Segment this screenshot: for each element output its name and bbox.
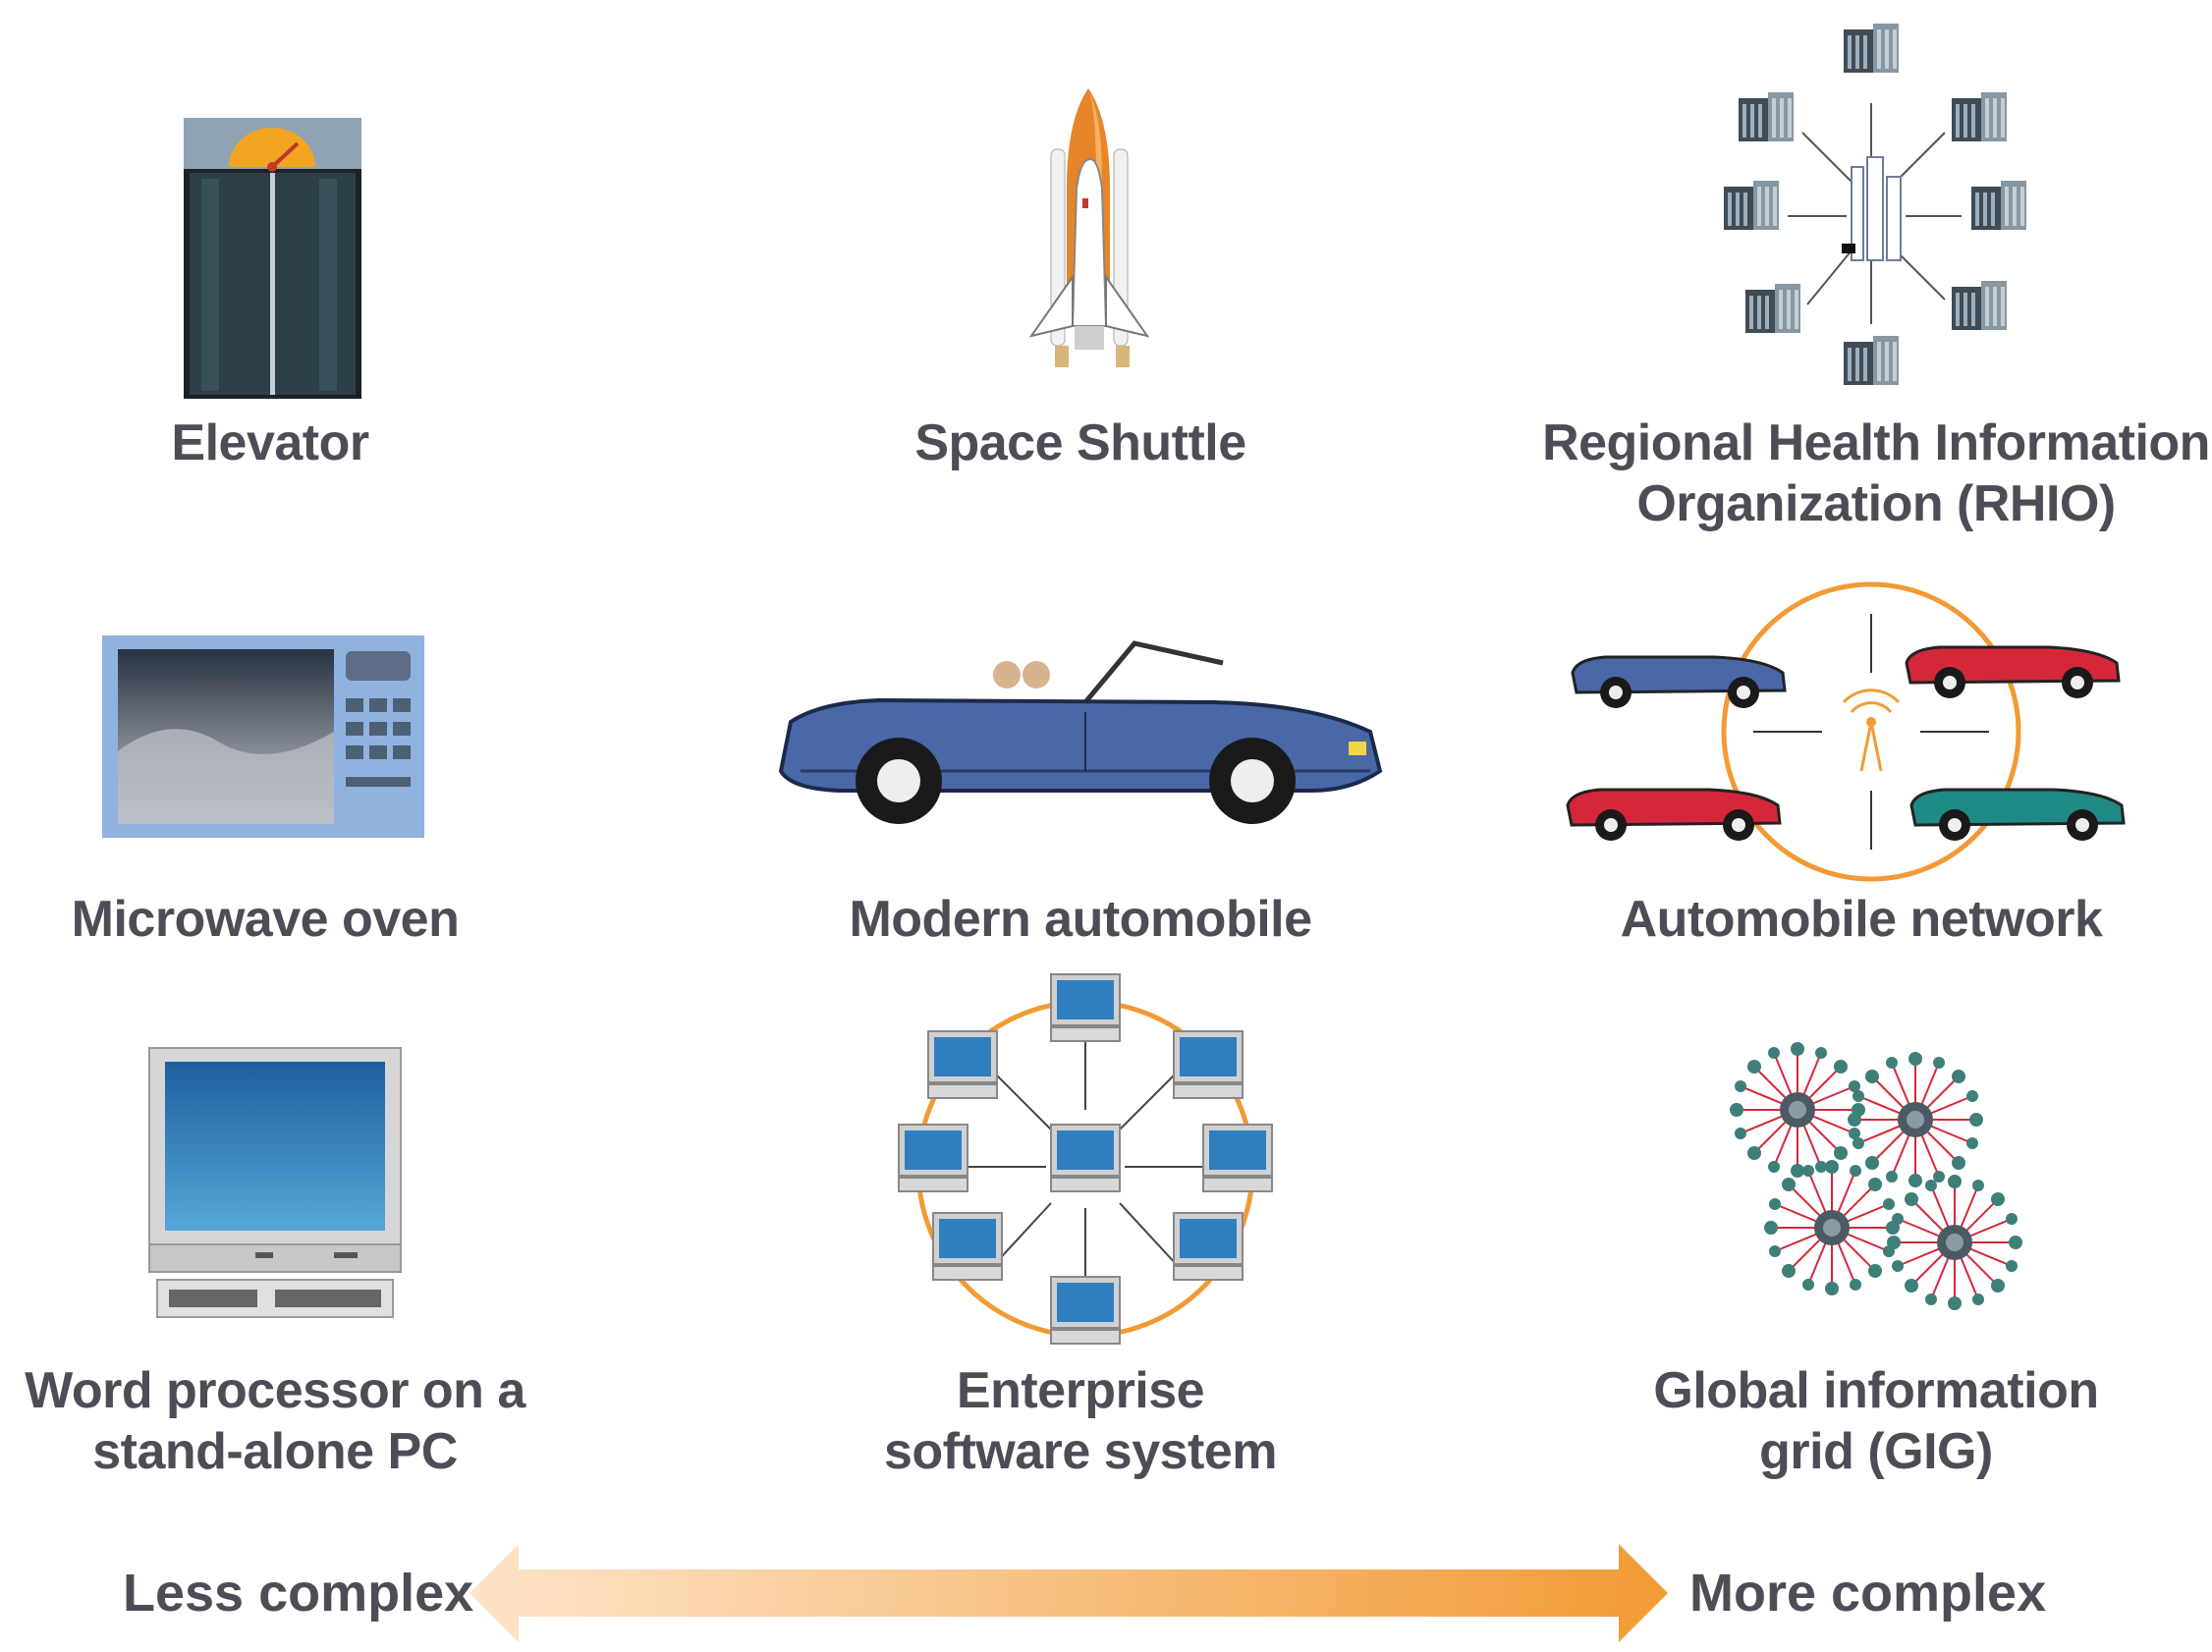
item-label: Microwave oven [71,891,460,948]
automobile-icon [761,633,1400,830]
enterprise-network-icon [889,972,1282,1355]
desktop-pc-icon [147,1046,403,1321]
global-grid-icon [1714,1031,2038,1326]
item-label: Global information grid (GIG) [1653,1362,2099,1480]
item-label: Automobile network [1620,891,2103,948]
item-label: Regional Health Information Organization… [1542,414,2210,532]
more-complex-label: More complex [1689,1564,2047,1623]
item-label: Space Shuttle [914,414,1246,471]
microwave-oven-icon [100,633,426,840]
elevator-icon [182,116,363,401]
space-shuttle-icon [1012,81,1179,375]
item-label: Word processor on a stand-alone PC [25,1362,525,1480]
item-label: Elevator [171,414,369,471]
item-label: Modern automobile [849,891,1312,948]
less-complex-label: Less complex [123,1564,474,1623]
automobile-network-icon [1557,575,2185,889]
item-label: Enterprise software system [883,1362,1278,1480]
rhio-network-icon [1694,20,2048,393]
complexity-arrow [470,1544,1668,1642]
